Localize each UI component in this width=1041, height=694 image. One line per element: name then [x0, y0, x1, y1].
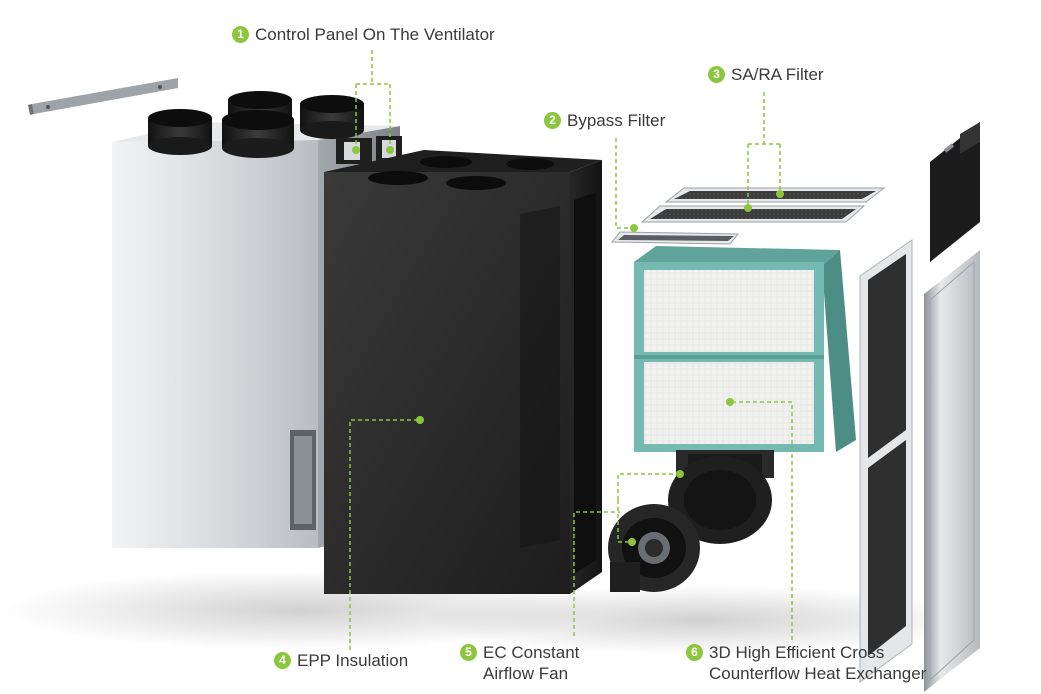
callout-sa-ra-filter: 3 SA/RA Filter — [708, 64, 824, 85]
callout-number-1: 1 — [232, 26, 249, 43]
callout-number-4: 4 — [274, 652, 291, 669]
callout-bypass-filter: 2 Bypass Filter — [544, 110, 665, 131]
callout-epp-insulation: 4 EPP Insulation — [274, 650, 408, 671]
callout-label-epp-insulation: EPP Insulation — [297, 651, 409, 670]
sa-ra-filters — [640, 187, 886, 223]
callout-number-3: 3 — [708, 66, 725, 83]
heat-exchanger — [634, 246, 856, 452]
bypass-filter — [610, 231, 740, 245]
callout-number-2: 2 — [544, 112, 561, 129]
filter-frame-panel — [859, 239, 913, 683]
top-cover-panel — [930, 122, 980, 262]
duct-connectors — [148, 91, 364, 158]
ec-fan — [608, 450, 774, 592]
callout-label-ec-fan-line1: EC Constant — [483, 643, 580, 662]
callout-ec-fan: 5 EC Constant Airflow Fan — [460, 642, 579, 684]
ventilator-casing — [112, 122, 400, 548]
callout-label-heat-exchanger-line1: 3D High Efficient Cross — [709, 643, 885, 662]
callout-label-ec-fan-line2: Airflow Fan — [483, 664, 569, 683]
callout-heat-exchanger: 6 3D High Efficient Cross Counterflow He… — [686, 642, 926, 684]
callout-label-control-panel: Control Panel On The Ventilator — [255, 25, 495, 44]
mounting-bracket — [28, 78, 178, 115]
callout-number-6: 6 — [686, 644, 703, 661]
front-cover-panel — [924, 250, 980, 692]
epp-insulation-block — [324, 150, 602, 594]
callout-dots — [352, 146, 784, 546]
callout-number-5: 5 — [460, 644, 477, 661]
callout-label-sa-ra-filter: SA/RA Filter — [731, 65, 824, 84]
callout-leader-lines — [349, 50, 793, 650]
callout-label-bypass-filter: Bypass Filter — [567, 111, 666, 130]
callout-control-panel: 1 Control Panel On The Ventilator — [232, 24, 495, 45]
callout-label-heat-exchanger-line2: Counterflow Heat Exchanger — [709, 664, 927, 683]
